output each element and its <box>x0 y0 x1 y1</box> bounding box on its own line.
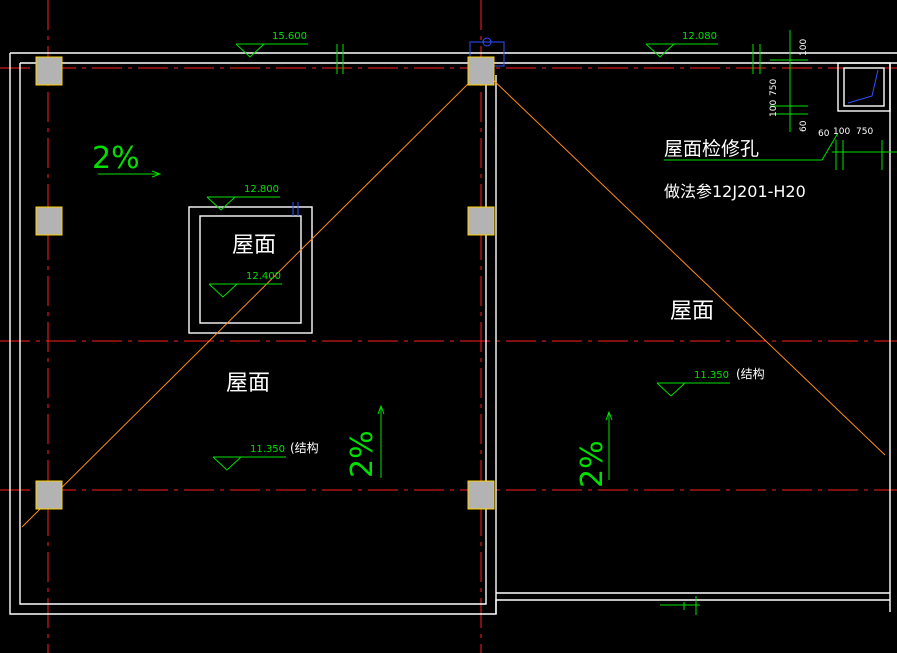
dimension-lines <box>336 30 897 615</box>
dim-750-vertical: 750 <box>769 79 779 96</box>
slope-texts: 2% 2% 2% <box>92 141 610 488</box>
roof-hatch-inner <box>843 67 885 107</box>
slope-label-center-left: 2% <box>345 430 380 478</box>
small-roof-inner <box>199 215 302 324</box>
elevation-markers <box>206 43 730 471</box>
elevation-top-right: 12.080 <box>682 31 717 42</box>
inner-wall-left <box>19 63 487 605</box>
roof-label-right: 屋面 <box>670 299 714 324</box>
dim-100-top: 100 <box>799 39 809 56</box>
roof-label-left: 屋面 <box>226 371 270 396</box>
column-square-icon <box>467 480 495 510</box>
ridge-right <box>487 74 886 456</box>
triangle-elevation-marker-icon <box>212 456 286 471</box>
structure-texts: (结构 (结构 <box>290 366 765 455</box>
roof-texts: 屋面 屋面 屋面 <box>226 233 714 396</box>
hatch-note: 屋面检修孔 做法参12J201-H20 <box>664 138 806 201</box>
dimension-texts: 100 750 100 60 60 100 750 <box>769 39 873 139</box>
column-square-icon <box>35 56 63 86</box>
triangle-elevation-marker-icon <box>645 43 718 58</box>
roof-hatch-outer <box>837 62 891 112</box>
elevation-left-roof: 11.350 <box>250 444 285 455</box>
triangle-elevation-marker-icon <box>656 382 730 397</box>
structure-label-left: (结构 <box>290 440 319 455</box>
columns <box>35 56 495 510</box>
dim-100-vertical: 100 <box>769 100 779 117</box>
slope-label-top-left: 2% <box>92 141 140 176</box>
triangle-elevation-marker-icon <box>206 196 280 211</box>
column-square-icon <box>35 480 63 510</box>
dim-100-horizontal: 100 <box>833 127 850 137</box>
hatch-title: 屋面检修孔 <box>664 138 759 160</box>
elevation-small-box-inner: 12.400 <box>246 271 281 282</box>
roof-label-small: 屋面 <box>232 233 276 258</box>
dim-60-vertical: 60 <box>799 120 809 132</box>
small-roof-outer <box>188 206 313 334</box>
ridge-left <box>21 73 479 528</box>
top-connector-circle <box>482 37 492 47</box>
dim-750-horizontal: 750 <box>856 127 873 137</box>
elevation-texts: 15.600 12.080 12.800 12.400 11.350 11.35… <box>244 31 729 455</box>
bottom-dim-mark <box>660 596 700 615</box>
hatch-leader-line <box>664 132 839 161</box>
slope-arrows <box>98 170 613 480</box>
elevation-small-box-top: 12.800 <box>244 184 279 195</box>
ridge-lines <box>21 73 886 528</box>
structure-label-right: (结构 <box>736 366 765 381</box>
slope-arrow-icon <box>98 170 162 178</box>
column-square-icon <box>467 206 495 236</box>
column-square-icon <box>35 206 63 236</box>
hatch-reference: 做法参12J201-H20 <box>664 182 806 201</box>
elevation-right-roof: 11.350 <box>694 370 729 381</box>
wall-outlines <box>9 52 897 615</box>
triangle-elevation-marker-icon <box>208 283 282 298</box>
slope-arrow-icon <box>377 404 385 478</box>
slope-label-center-right: 2% <box>575 440 610 488</box>
elevation-top-left: 15.600 <box>272 31 307 42</box>
slope-arrow-icon <box>605 410 613 480</box>
column-square-icon <box>467 56 495 86</box>
hatch-blue-line <box>847 69 879 104</box>
triangle-elevation-marker-icon <box>235 43 308 58</box>
dim-60-horizontal: 60 <box>818 129 830 139</box>
